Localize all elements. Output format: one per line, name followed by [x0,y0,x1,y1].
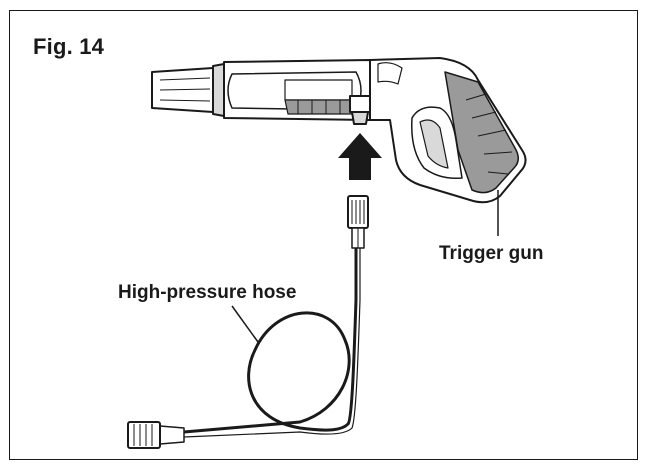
trigger-gun [151,57,527,204]
hose-top-fitting [347,195,369,249]
up-arrow-icon [338,133,382,180]
gun-inlet-connector [349,95,371,125]
hose-leader-line [231,305,259,343]
high-pressure-hose [127,195,369,449]
gun-lance [223,59,371,121]
figure-title: Fig. 14 [33,34,105,59]
hose-line [183,248,358,434]
hose-bottom-fitting [127,421,185,449]
trigger-gun-label: Trigger gun [439,243,544,264]
high-pressure-hose-label: High-pressure hose [118,282,297,303]
gun-nozzle [151,63,225,117]
gun-handle [369,57,527,204]
